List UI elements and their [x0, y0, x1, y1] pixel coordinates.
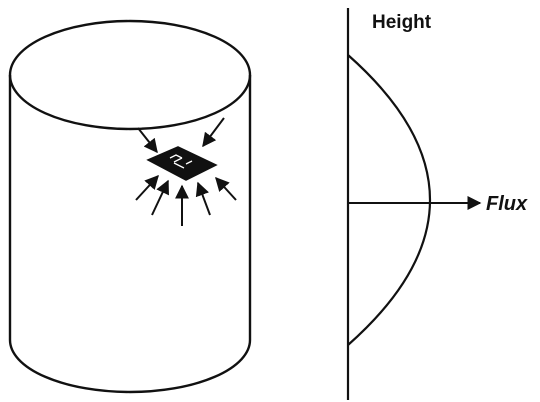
sample-chip-icon — [146, 146, 218, 181]
incident-arrow-icon — [202, 117, 225, 148]
flux-axis-label: Flux — [486, 193, 528, 215]
cylinder-bottom-arc — [8, 339, 252, 394]
incident-arrows — [135, 117, 237, 226]
height-axis-label: Height — [372, 12, 432, 33]
incident-arrow-icon — [195, 181, 211, 216]
cylinder — [8, 19, 252, 394]
incident-arrow-icon — [137, 127, 158, 154]
flux-profile-plot: Height Flux — [346, 8, 528, 400]
cylinder-top-ellipse — [8, 19, 252, 131]
incident-arrow-icon — [135, 174, 159, 201]
incident-arrow-icon — [215, 176, 237, 201]
incident-arrow-icon — [151, 179, 169, 216]
flux-profile-curve — [347, 54, 432, 346]
